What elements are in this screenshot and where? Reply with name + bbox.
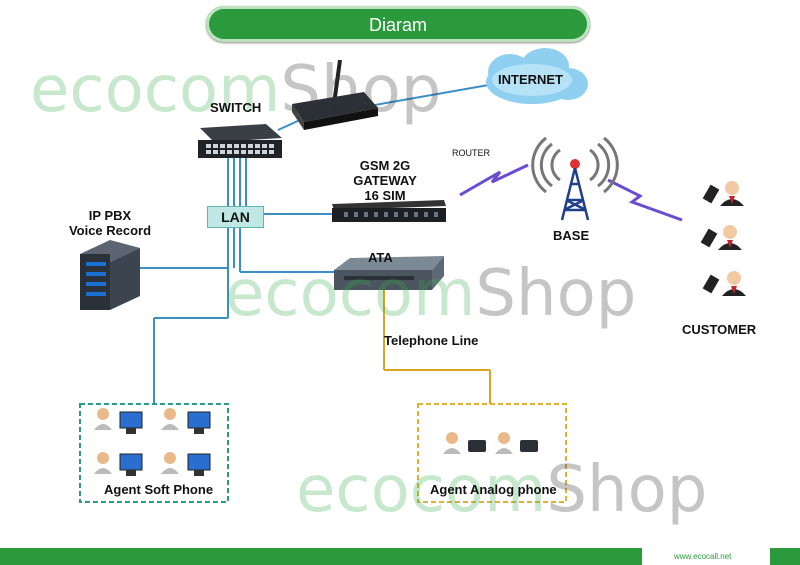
telephone-line-label: Telephone Line: [384, 333, 479, 348]
switch-router-link: [277, 119, 301, 131]
customer-person-icon: [700, 225, 742, 250]
agent-soft-phone-label: Agent Soft Phone: [104, 482, 214, 497]
ip-pbx-label: IP PBX Voice Record: [62, 208, 158, 238]
customer-person-icon: [702, 271, 746, 296]
base-label: BASE: [553, 228, 590, 243]
title-bar: Diaram: [206, 6, 590, 42]
pbx-label-line: IP PBX: [88, 208, 132, 223]
agent-analog-phone-label: Agent Analog phone: [430, 482, 557, 497]
gsm-label-line: GATEWAY: [353, 173, 417, 188]
pbx-label-line: Voice Record: [68, 223, 152, 238]
diagram-title: Diaram: [368, 15, 427, 35]
switch-label: SWITCH: [210, 100, 262, 115]
agent-with-phone-icon: [443, 432, 538, 454]
gsm-label-line: 16 SIM: [364, 188, 406, 203]
telephone-line: [383, 290, 491, 404]
lan-label: LAN: [221, 209, 250, 225]
footer-url: www.ecocall.net: [674, 552, 732, 561]
gsm-label-line: GSM 2G: [359, 158, 411, 173]
router-label: ROUTER: [452, 148, 490, 158]
customer-person-icon: [702, 181, 744, 206]
gsm-gateway-icon: [332, 200, 446, 222]
server-icon: [80, 240, 140, 310]
lan-box: LAN: [207, 206, 264, 228]
lan-connections: [140, 82, 501, 404]
agent-soft-phone-group: [79, 403, 229, 503]
base-tower-icon: [531, 136, 619, 221]
ata-label: ATA: [368, 250, 393, 265]
cloud-icon: [486, 48, 588, 104]
gsm-gateway-label: GSM 2G GATEWAY 16 SIM: [349, 158, 421, 203]
switch-icon: [198, 124, 282, 158]
agent-analog-phone-group: [417, 403, 567, 503]
agent-with-pc-icon: [94, 408, 211, 476]
footer-bar-right: [770, 548, 800, 565]
wireless-bolt-right: [607, 178, 683, 222]
customer-label: CUSTOMER: [682, 322, 757, 337]
internet-label: INTERNET: [498, 72, 563, 87]
footer-bar: [0, 548, 642, 565]
wireless-bolt-left: [459, 163, 529, 197]
router-icon: [292, 59, 378, 130]
ata-icon: [334, 256, 444, 290]
